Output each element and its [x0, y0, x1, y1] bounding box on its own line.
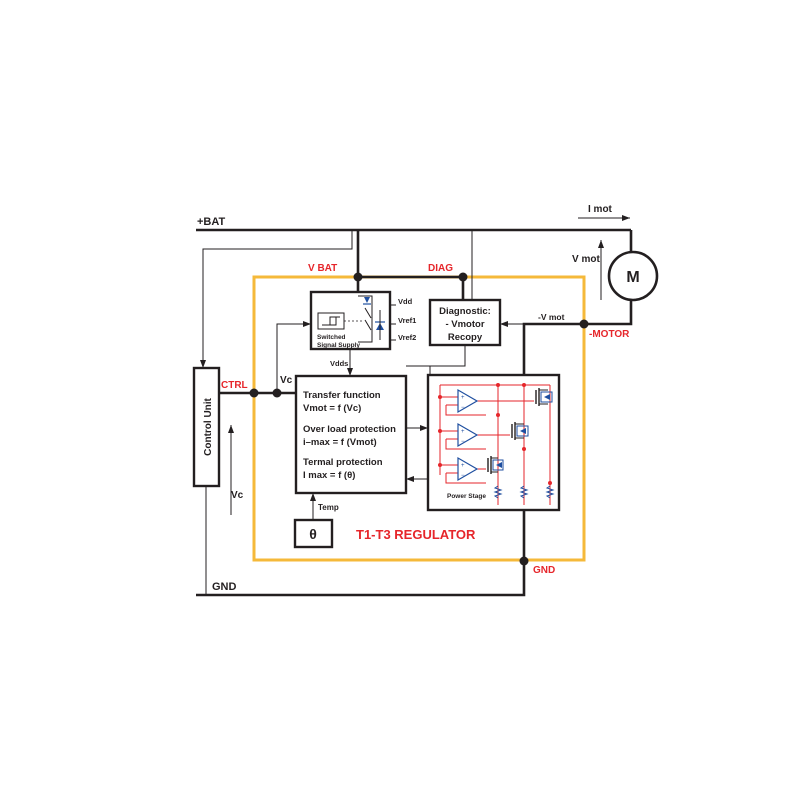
- mosfet-2: [511, 422, 529, 440]
- svg-text:−: −: [461, 473, 465, 479]
- switched-label-1: Switched: [317, 334, 346, 341]
- overload-line-2: i–max = f (Vmot): [303, 437, 377, 448]
- ctrl-node: [249, 388, 259, 398]
- mosfet-3: [487, 456, 504, 474]
- regulator-label: T1-T3 REGULATOR: [356, 527, 476, 542]
- zener-diode-top: [364, 297, 370, 303]
- gnd-node: [519, 556, 529, 566]
- vmot-label: V mot: [572, 254, 600, 265]
- diag-label: DIAG: [428, 263, 453, 274]
- opamp-3: + −: [457, 456, 479, 482]
- transfer-line-1: Transfer function: [303, 390, 381, 401]
- bat-to-control-wire: [202, 230, 353, 368]
- vref1-label: Vref1: [398, 316, 416, 325]
- transfer-line-2: Vmot = f (Vc): [303, 403, 361, 414]
- vdds-label: Vdds: [330, 359, 348, 368]
- termal-line-1: Termal protection: [303, 457, 383, 468]
- motor-label: M: [626, 269, 639, 286]
- bat-label: +BAT: [197, 216, 225, 228]
- neg-motor-node: [579, 319, 589, 329]
- diag-node: [458, 272, 468, 282]
- opamp-2: + −: [457, 422, 479, 448]
- vc-lower-label: Vc: [231, 490, 244, 501]
- svg-text:+: +: [461, 463, 465, 469]
- vbat-node: [353, 272, 363, 282]
- shunt-resistor-2: [519, 485, 529, 499]
- diag-line-1: Diagnostic:: [439, 306, 491, 317]
- power-stage-label: Power Stage: [447, 493, 486, 500]
- vdd-label: Vdd: [398, 297, 413, 306]
- schmitt-symbol: [317, 312, 345, 330]
- vc-to-supply-wire: [276, 323, 311, 393]
- diag-to-power-wire: [406, 345, 466, 367]
- temp-label: Temp: [318, 503, 339, 512]
- diag-line-2: - Vmotor: [445, 319, 484, 330]
- switched-label-2: Signal Supply: [317, 342, 360, 349]
- control-unit-label: Control Unit: [203, 397, 214, 455]
- transfer-function-box: [294, 374, 408, 495]
- shunt-resistor-1: [493, 485, 503, 499]
- shunt-resistor-3: [545, 485, 555, 499]
- neg-motor-label: -MOTOR: [589, 329, 630, 340]
- ctrl-label: CTRL: [221, 380, 248, 391]
- svg-text:−: −: [461, 405, 465, 411]
- vc-upper-label: Vc: [280, 375, 293, 386]
- svg-text:−: −: [461, 439, 465, 445]
- gnd-label: GND: [212, 581, 237, 593]
- svg-text:+: +: [461, 395, 465, 401]
- termal-line-2: I max = f (θ): [303, 470, 355, 481]
- diagnostic-box: [428, 298, 502, 347]
- overload-line-1: Over load protection: [303, 424, 396, 435]
- imot-label: I mot: [588, 204, 613, 215]
- theta-label: θ: [309, 526, 317, 542]
- diag-line-3: Recopy: [448, 332, 483, 343]
- gnd-line: [196, 300, 633, 597]
- vbat-label: V BAT: [308, 263, 337, 274]
- gnd-red-label: GND: [533, 565, 555, 576]
- theta-sensor-box: [293, 518, 334, 549]
- opamp-1: + −: [457, 388, 479, 414]
- neg-vmot-label: -V mot: [538, 312, 565, 322]
- vref2-label: Vref2: [398, 333, 416, 342]
- mosfet-1: [535, 388, 553, 406]
- svg-text:+: +: [461, 429, 465, 435]
- motor-symbol: [607, 250, 659, 302]
